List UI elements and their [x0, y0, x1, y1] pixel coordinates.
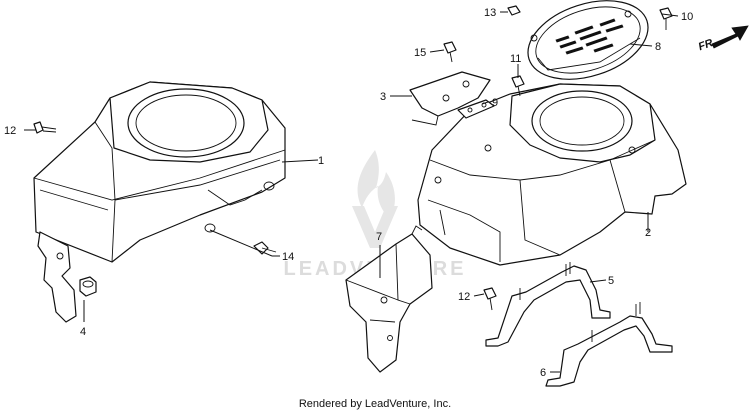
- callout-13: 13: [484, 7, 496, 19]
- part-9-plate: [457, 99, 495, 119]
- part-1-housing: [33, 81, 286, 323]
- callout-12-right: 12: [458, 291, 470, 303]
- part-2-housing: [417, 83, 687, 266]
- callout-6: 6: [540, 367, 546, 379]
- callout-2: 2: [645, 227, 651, 239]
- part-12-bolt-left: [33, 121, 57, 134]
- direction-arrow-icon: [711, 25, 749, 49]
- callout-15: 15: [414, 47, 426, 59]
- direction-indicator: FR.: [697, 25, 749, 53]
- part-14-bolt: [253, 241, 277, 255]
- part-10-bolt: [659, 7, 673, 30]
- part-8-screen: [527, 0, 649, 80]
- callout-4: 4: [80, 326, 86, 338]
- screen-slots: [555, 18, 624, 55]
- callout-3: 3: [380, 91, 386, 103]
- direction-label: FR.: [697, 36, 718, 53]
- part-7-panel: [345, 225, 433, 373]
- callout-labels: 1 2 3 4 5 6 7 8 9 10 11 12 12 13 14 15: [4, 7, 693, 379]
- callout-11: 11: [510, 53, 521, 65]
- part-12-bolt-right: [483, 287, 497, 311]
- part-3-bracket: [409, 71, 491, 126]
- part-5-strap: [485, 262, 611, 347]
- callout-7: 7: [376, 231, 382, 243]
- callout-5: 5: [608, 275, 614, 287]
- callout-1: 1: [318, 155, 324, 167]
- part-4-nut: [79, 276, 97, 297]
- footer-credit: Rendered by LeadVenture, Inc.: [298, 398, 452, 410]
- callout-9: 9: [492, 97, 498, 109]
- part-11-bolt: [511, 75, 525, 97]
- callout-14: 14: [282, 251, 294, 263]
- callout-10: 10: [681, 11, 693, 23]
- callout-8: 8: [655, 41, 661, 53]
- leader-lines: [24, 11, 679, 373]
- watermark-flame-icon: [357, 150, 395, 218]
- part-6-strap: [545, 302, 673, 387]
- part-13-nut: [507, 5, 521, 16]
- callout-12-left: 12: [4, 125, 16, 137]
- part-15-bolt: [443, 41, 457, 63]
- watermark-v-icon: [352, 206, 398, 248]
